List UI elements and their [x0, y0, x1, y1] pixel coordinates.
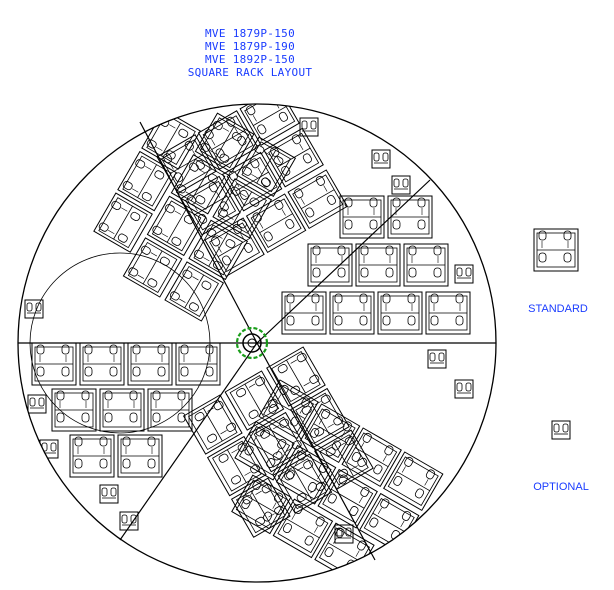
- legend-standard-label: STANDARD: [528, 303, 588, 315]
- center-hub: [235, 326, 269, 360]
- title-model-3: MVE 1892P-150: [205, 53, 295, 66]
- title-layout: SQUARE RACK LAYOUT: [187, 66, 313, 79]
- title-model-1: MVE 1879P-150: [205, 27, 295, 40]
- sector-dividers: [18, 121, 496, 561]
- title-model-2: MVE 1879P-190: [205, 40, 295, 53]
- optional-rack-icon: [551, 420, 571, 440]
- rack-grid: [24, 104, 474, 582]
- legend-optional-label: OPTIONAL: [533, 481, 589, 493]
- standard-rack-icon: [533, 228, 579, 272]
